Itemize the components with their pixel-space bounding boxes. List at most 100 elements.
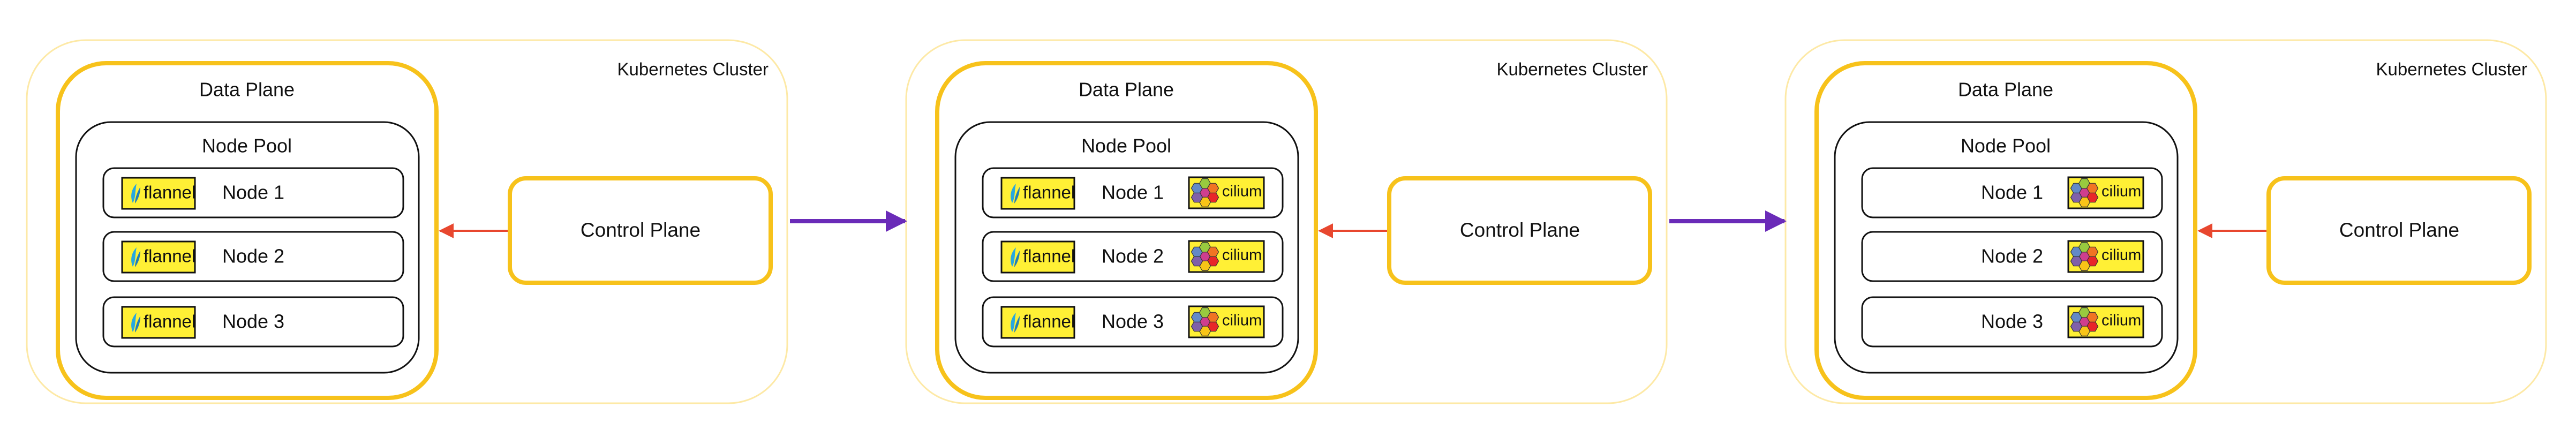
control-plane-label: Control Plane [581, 219, 701, 241]
control-plane-box [1387, 176, 1652, 285]
node-label: Node 2 [1981, 245, 2043, 267]
node-pool-box [954, 121, 1299, 374]
data-plane-box [935, 61, 1318, 400]
flannel-leaf-icon [131, 247, 140, 267]
node-3: Node 3 cilium [1861, 296, 2163, 348]
cluster-label: Kubernetes Cluster [2376, 59, 2527, 79]
cilium-petal-hex [2070, 256, 2083, 267]
control-plane-box [508, 176, 773, 285]
node-label: Node 1 [222, 182, 284, 203]
flannel-leaf-icon [1011, 313, 1020, 333]
cilium-badge: cilium [1188, 305, 1265, 338]
cilium-label: cilium [2102, 312, 2141, 329]
cluster-label: Kubernetes Cluster [1497, 59, 1648, 79]
cilium-flower-icon [2070, 242, 2099, 271]
cilium-petal-hex [2086, 246, 2099, 257]
flannel-leaf-right [135, 187, 140, 203]
cilium-badge: cilium [2067, 176, 2144, 209]
node-1: Node 1 flannel [102, 167, 404, 218]
cilium-petal-hex [1191, 256, 1203, 267]
flannel-leaf-left [131, 313, 137, 332]
node-3: Node 3 flannel cilium [982, 296, 1284, 348]
cilium-flower-icon [1191, 242, 1219, 271]
flannel-label: flannel [144, 312, 195, 331]
control-plane-label: Control Plane [1460, 219, 1580, 241]
cilium-petal-hex [2086, 312, 2099, 323]
cilium-badge: cilium [2067, 240, 2144, 273]
node-pool-label: Node Pool [1081, 135, 1171, 157]
cluster-label: Kubernetes Cluster [617, 59, 769, 79]
flannel-leaf-left [131, 184, 137, 203]
cilium-petal-hex [2070, 192, 2083, 203]
node-label: Node 2 [222, 245, 284, 267]
node-pool-box [75, 121, 420, 374]
cilium-badge: cilium [1188, 240, 1265, 273]
flannel-leaf-right [1014, 316, 1020, 333]
cilium-petal-hex [1191, 192, 1203, 203]
flannel-label: flannel [1023, 246, 1075, 266]
node-2: Node 2 cilium [1861, 231, 2163, 282]
control-plane-box [2266, 176, 2532, 285]
flannel-leaf-icon [1011, 184, 1020, 203]
flannel-label: flannel [144, 246, 195, 266]
flannel-badge: flannel [121, 177, 196, 210]
cilium-flower-icon [1191, 178, 1219, 207]
flannel-leaf-icon [131, 184, 140, 203]
flannel-badge: flannel [121, 240, 196, 274]
flannel-label: flannel [1023, 183, 1075, 202]
control-plane-label: Control Plane [2339, 219, 2459, 241]
flannel-badge: flannel [1000, 240, 1075, 274]
cilium-badge: cilium [1188, 176, 1265, 209]
node-label: Node 1 [1102, 182, 1164, 203]
data-plane-label: Data Plane [1958, 79, 2053, 101]
flannel-badge: flannel [121, 306, 196, 339]
data-plane-box [56, 61, 439, 400]
flannel-leaf-icon [1011, 247, 1020, 267]
flannel-leaf-left [1011, 247, 1016, 267]
cilium-flower-icon [2070, 178, 2099, 207]
cluster-boundary [26, 39, 788, 404]
flannel-leaf-right [135, 316, 140, 333]
cilium-flower-icon [1191, 307, 1219, 337]
flannel-leaf-left [131, 247, 137, 267]
node-label: Node 3 [1102, 311, 1164, 333]
cilium-label: cilium [2102, 247, 2141, 264]
flannel-leaf-icon [131, 313, 140, 333]
cilium-petal-hex [1207, 183, 1219, 193]
data-plane-label: Data Plane [1079, 79, 1174, 101]
data-plane-label: Data Plane [199, 79, 295, 101]
cilium-petal-hex [1207, 246, 1219, 257]
flannel-badge: flannel [1000, 177, 1075, 210]
cilium-petal-hex [2070, 321, 2083, 332]
cilium-badge: cilium [2067, 305, 2144, 338]
node-1: Node 1 flannel cilium [982, 167, 1284, 218]
flannel-label: flannel [1023, 312, 1075, 331]
flannel-badge: flannel [1000, 306, 1075, 339]
node-pool-label: Node Pool [1961, 135, 2051, 157]
node-pool-label: Node Pool [202, 135, 292, 157]
cilium-label: cilium [1222, 247, 1262, 264]
flannel-leaf-left [1011, 184, 1016, 203]
node-label: Node 1 [1981, 182, 2043, 203]
node-2: Node 2 flannel cilium [982, 231, 1284, 282]
cilium-label: cilium [1222, 312, 1262, 329]
node-pool-box [1834, 121, 2179, 374]
cilium-petal-hex [1207, 312, 1219, 323]
cilium-label: cilium [2102, 183, 2141, 200]
node-label: Node 2 [1102, 245, 1164, 267]
cilium-petal-hex [1191, 321, 1203, 332]
cilium-flower-icon [2070, 307, 2099, 337]
node-label: Node 3 [1981, 311, 2043, 333]
flannel-leaf-right [135, 251, 140, 267]
flannel-label: flannel [144, 183, 195, 202]
data-plane-box [1814, 61, 2197, 400]
cilium-label: cilium [1222, 183, 1262, 200]
node-2: Node 2 flannel [102, 231, 404, 282]
flannel-leaf-left [1011, 313, 1016, 332]
